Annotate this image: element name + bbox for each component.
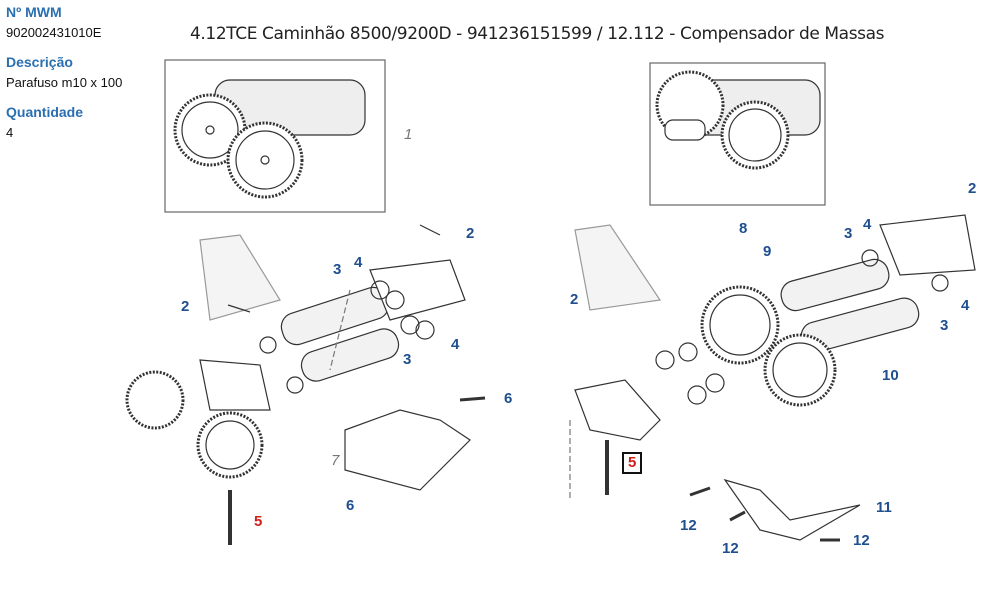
balancer-assembly-right-inset <box>655 70 821 170</box>
balancer-assembly-left-inset <box>173 79 366 199</box>
description-value: Parafuso m10 x 100 <box>6 75 123 90</box>
callout-3: 3 <box>403 351 412 368</box>
callout-4: 4 <box>354 254 363 271</box>
callout-9: 9 <box>763 243 772 260</box>
callout-4: 4 <box>961 297 970 314</box>
callout-12: 12 <box>853 532 870 549</box>
callout-2: 2 <box>968 180 977 197</box>
callout-7: 7 <box>331 452 340 469</box>
description-label: Descrição <box>6 54 73 70</box>
callout-4: 4 <box>863 216 872 233</box>
part-info-panel: Nº MWM 902002431010E Descrição Parafuso … <box>6 4 176 140</box>
inset-box-left <box>164 59 386 213</box>
page-title: 4.12TCE Caminhão 8500/9200D - 9412361515… <box>190 24 885 44</box>
callout-6: 6 <box>504 390 513 407</box>
callout-11: 11 <box>876 499 892 516</box>
callout-3: 3 <box>333 261 342 278</box>
callout-6: 6 <box>346 497 355 514</box>
part-number-label: Nº MWM <box>6 4 62 20</box>
callout-12: 12 <box>722 540 739 557</box>
callout-10: 10 <box>882 367 899 384</box>
callout-5-selected[interactable]: 5 <box>622 452 643 474</box>
callout-12: 12 <box>680 517 697 534</box>
callout-5-highlighted[interactable]: 5 <box>254 513 263 530</box>
quantity-value: 4 <box>6 125 14 140</box>
callout-3: 3 <box>940 317 949 334</box>
right-exploded-view <box>569 214 976 542</box>
part-number: 902002431010E <box>6 25 102 40</box>
callout-1: 1 <box>404 126 413 143</box>
callout-2: 2 <box>466 225 475 242</box>
inset-box-right <box>649 62 826 206</box>
left-exploded-view <box>125 224 486 545</box>
callout-3: 3 <box>844 225 853 242</box>
callout-2: 2 <box>181 298 190 315</box>
callout-4: 4 <box>451 336 460 353</box>
callout-8: 8 <box>739 220 748 237</box>
quantity-label: Quantidade <box>6 104 84 120</box>
callout-2: 2 <box>570 291 579 308</box>
